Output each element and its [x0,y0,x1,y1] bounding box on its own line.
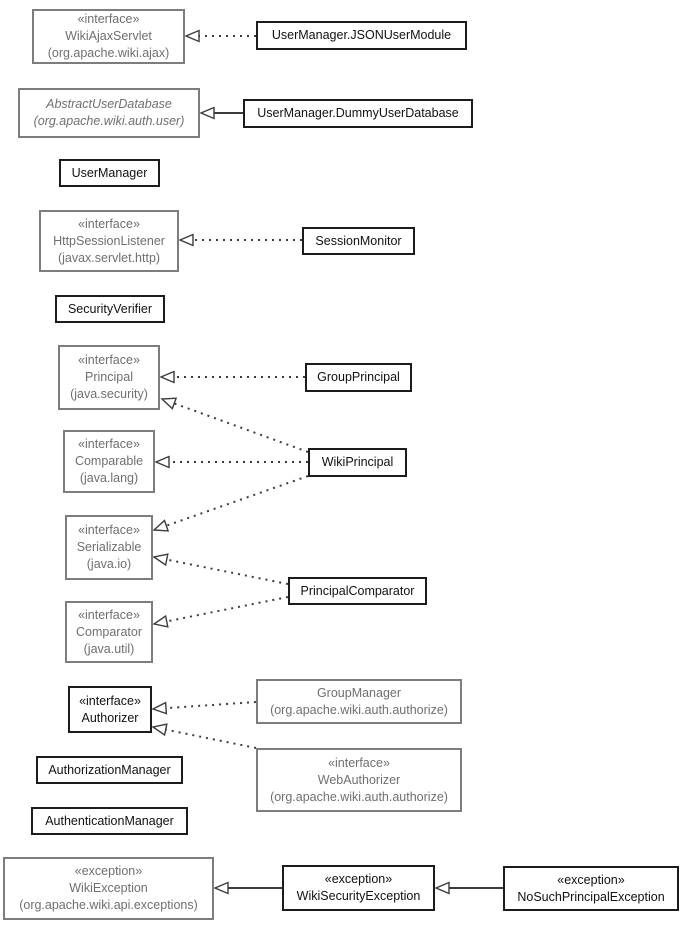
edge-principalcomparator-comparator [152,596,289,628]
interface-httpsessionlistener[interactable]: «interface» HttpSessionListener (javax.s… [39,210,179,272]
class-name: UserManager.DummyUserDatabase [257,106,459,120]
class-name: Principal [85,370,133,384]
edge-wikisecurityexception-wikiexception [213,881,282,895]
class-name: AuthorizationManager [48,762,171,777]
stereotype-label: «interface» [78,216,140,231]
edge-wikiprincipal-comparable [154,455,308,469]
exception-wikisecurityexception[interactable]: «exception» WikiSecurityException [282,865,435,911]
class-name: WikiException [69,881,148,895]
stereotype-label: «interface» [78,353,140,367]
edge-sessionmonitor-httpsessionlistener [178,233,302,247]
class-securityverifier[interactable]: SecurityVerifier [55,295,165,323]
class-name: SecurityVerifier [67,301,153,316]
package-label: (java.security) [70,387,148,401]
stereotype-label: «exception» [557,872,625,887]
package-label: (org.apache.wiki.auth.authorize) [270,789,448,804]
class-usermanager[interactable]: UserManager [59,159,160,187]
class-name: WebAuthorizer [317,772,401,787]
edge-nosuchprincipalexception-wikisecurityexception [434,881,503,895]
edge-wikiprincipal-principal [160,397,309,453]
stereotype-label: «exception» [74,864,143,878]
interface-webauthorizer[interactable]: «interface» WebAuthorizer (org.apache.wi… [256,748,462,812]
edge-groupmanager-authorizer [151,701,257,715]
class-name: UserManager.JSONUserModule [271,28,452,42]
package-label: (org.apache.wiki.auth.authorize) [270,702,448,717]
package-label: (javax.servlet.http) [57,250,161,265]
stereotype-label: «interface» [78,607,140,622]
class-authenticationmanager[interactable]: AuthenticationManager [31,807,188,835]
package-label: (org.apache.wiki.api.exceptions) [19,898,198,912]
class-principalcomparator[interactable]: PrincipalComparator [288,577,427,605]
class-name: Serializable [76,540,142,554]
exception-nosuchprincipalexception[interactable]: «exception» NoSuchPrincipalException [503,866,679,911]
class-name: WikiPrincipal [321,455,394,469]
package-label: (java.io) [86,557,132,571]
stereotype-label: «interface» [79,693,141,708]
class-name: HttpSessionListener [53,233,165,248]
class-name: WikiAjaxServlet [65,29,152,43]
class-wikiprincipal[interactable]: WikiPrincipal [308,448,407,477]
class-name: AuthenticationManager [45,813,174,828]
package-label: (java.lang) [79,471,139,485]
class-abstractuserdatabase[interactable]: AbstractUserDatabase (org.apache.wiki.au… [18,88,200,138]
package-label: (java.util) [83,641,135,656]
class-authorizationmanager[interactable]: AuthorizationManager [36,756,183,784]
class-name: GroupManager [316,685,402,700]
interface-wikiajaxservlet[interactable]: «interface» WikiAjaxServlet (org.apache.… [32,9,185,64]
class-name: AbstractUserDatabase [46,97,172,111]
interface-comparator[interactable]: «interface» Comparator (java.util) [65,601,153,663]
edge-jsonusermodule-wikiajaxservlet [184,29,256,43]
exception-wikiexception[interactable]: «exception» WikiException (org.apache.wi… [3,857,214,920]
class-name: UserManager [71,165,148,180]
class-name: Comparator [76,624,142,639]
class-name: Comparable [74,454,144,468]
interface-authorizer[interactable]: «interface» Authorizer [68,686,152,733]
interface-serializable[interactable]: «interface» Serializable (java.io) [65,515,153,580]
class-groupmanager[interactable]: GroupManager (org.apache.wiki.auth.autho… [256,679,462,724]
class-name: WikiSecurityException [296,889,421,903]
interface-principal[interactable]: «interface» Principal (java.security) [58,345,160,410]
class-name: GroupPrincipal [317,370,400,384]
edge-principalcomparator-serializable [152,553,289,585]
edge-wikiprincipal-serializable [152,475,309,532]
class-name: SessionMonitor [315,233,402,248]
class-name: Authorizer [81,710,139,725]
package-label: (org.apache.wiki.auth.user) [33,114,185,128]
class-jsonusermodule[interactable]: UserManager.JSONUserModule [256,21,467,50]
class-name: NoSuchPrincipalException [517,889,665,904]
stereotype-label: «interface» [328,755,390,770]
class-name: PrincipalComparator [300,583,415,598]
edge-dummyuserdatabase-abstractuserdatabase [199,106,243,120]
stereotype-label: «interface» [78,523,140,537]
package-label: (org.apache.wiki.ajax) [47,46,170,60]
stereotype-label: «interface» [77,12,140,26]
edge-webauthorizer-authorizer [151,723,257,749]
class-sessionmonitor[interactable]: SessionMonitor [302,227,415,255]
stereotype-label: «exception» [324,872,393,886]
edge-groupprincipal-principal [159,370,305,384]
stereotype-label: «interface» [78,437,140,451]
class-dummyuserdatabase[interactable]: UserManager.DummyUserDatabase [243,99,473,128]
class-groupprincipal[interactable]: GroupPrincipal [305,363,412,392]
interface-comparable[interactable]: «interface» Comparable (java.lang) [63,430,155,493]
